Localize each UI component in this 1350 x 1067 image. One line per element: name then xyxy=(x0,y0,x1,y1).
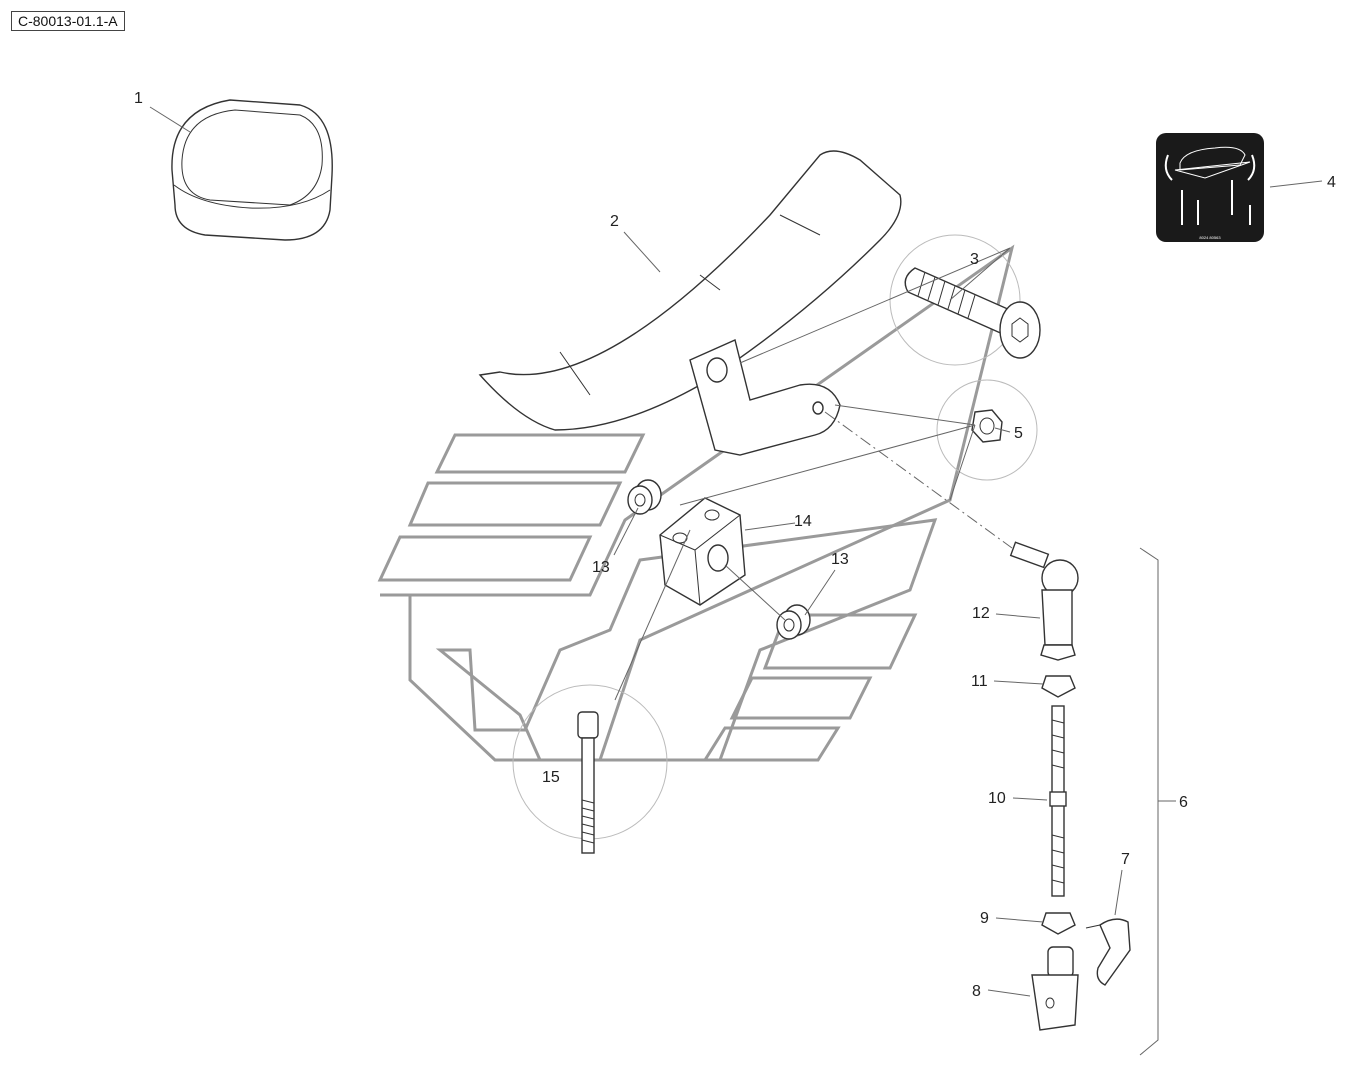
callout-14: 14 xyxy=(794,513,812,530)
nut-part-5 xyxy=(971,409,1003,443)
clip-part-7 xyxy=(1085,918,1131,986)
callout-12: 12 xyxy=(972,605,990,622)
callout-8: 8 xyxy=(972,983,981,1000)
callout-11: 11 xyxy=(971,673,988,690)
background-logo xyxy=(377,244,1015,762)
decal-code: 8024 80563 xyxy=(1199,235,1221,240)
leader-lines xyxy=(149,106,1323,1056)
bolt-part-15 xyxy=(577,711,599,854)
callout-9: 9 xyxy=(980,910,989,927)
pedal-pad-part-1 xyxy=(171,99,333,241)
callout-13a: 13 xyxy=(592,559,610,576)
callout-3: 3 xyxy=(970,251,979,268)
detail-circle-5 xyxy=(936,379,1038,481)
bushing-part-13a xyxy=(627,479,662,515)
callout-7: 7 xyxy=(1121,851,1130,868)
screw-part-3 xyxy=(904,267,1041,359)
nut-part-11 xyxy=(1041,675,1076,698)
diagram-reference-code: C-80013-01.1-A xyxy=(11,11,125,31)
callout-13b: 13 xyxy=(831,551,849,568)
clevis-part-8 xyxy=(1031,946,1079,1031)
decal-part-4: 8024 80563 xyxy=(1156,133,1264,242)
block-part-14 xyxy=(659,497,746,606)
callout-labels: 1 2 3 4 5 6 7 8 9 10 11 12 13 13 14 15 xyxy=(134,90,1336,1000)
callout-10: 10 xyxy=(988,790,1006,807)
callout-5: 5 xyxy=(1014,425,1023,442)
bushing-part-13b xyxy=(776,604,811,640)
detail-circle-3 xyxy=(889,234,1021,366)
nut-part-9 xyxy=(1041,912,1076,935)
threaded-rod-part-10 xyxy=(1049,705,1067,897)
ball-joint-part-12 xyxy=(1009,541,1079,661)
pedal-part-2 xyxy=(478,150,902,456)
callout-2: 2 xyxy=(610,213,619,230)
callout-15: 15 xyxy=(542,769,560,786)
callout-4: 4 xyxy=(1327,174,1336,191)
callout-6: 6 xyxy=(1179,794,1188,811)
callout-1: 1 xyxy=(134,90,143,107)
